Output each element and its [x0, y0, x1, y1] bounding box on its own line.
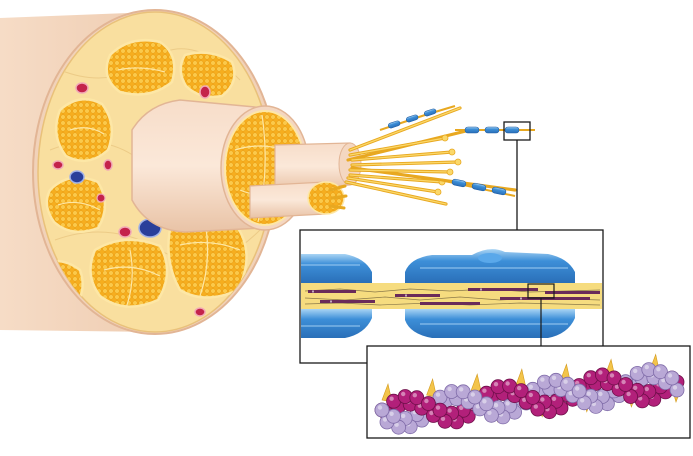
actin-monomer — [386, 408, 402, 424]
actin-monomer — [513, 383, 529, 399]
monomer-highlight — [656, 367, 661, 372]
monomer-highlight — [533, 404, 538, 409]
monomer-highlight — [598, 370, 603, 375]
nerve-fiber-bundle — [249, 181, 348, 219]
fascicle — [89, 238, 169, 309]
actin-monomer — [374, 402, 390, 418]
actin-monomer — [560, 376, 575, 392]
monomer-highlight — [522, 397, 527, 402]
monomer-highlight — [672, 385, 678, 390]
actin-monomer — [467, 389, 483, 405]
monomer-highlight — [459, 387, 464, 392]
monomer-highlight — [633, 385, 638, 390]
monomer-highlight — [470, 392, 475, 397]
zoom-indicator — [503, 121, 531, 230]
fascicle — [45, 176, 107, 234]
monomer-highlight — [505, 381, 510, 386]
actin-monomer — [664, 370, 680, 386]
actin-monomer — [409, 390, 425, 406]
actin-monomer — [618, 377, 633, 392]
monomer-highlight — [389, 411, 394, 416]
actin-monomer — [606, 370, 622, 386]
filament-inset — [366, 345, 691, 439]
monomer-highlight — [505, 401, 510, 406]
monomer-highlight — [401, 391, 406, 397]
actin-monomer — [525, 389, 541, 405]
monomer-highlight — [517, 385, 522, 391]
monomer-highlight — [493, 382, 499, 387]
monomer-highlight — [528, 392, 533, 398]
actin-monomer — [478, 396, 494, 412]
monomer-highlight — [614, 384, 620, 389]
myelinated-axon — [439, 178, 516, 197]
monomer-highlight — [429, 410, 434, 416]
monomer-highlight — [598, 391, 603, 397]
monomer-highlight — [401, 413, 406, 419]
monomer-highlight — [459, 405, 464, 410]
monomer-highlight — [435, 405, 441, 410]
monomer-highlight — [626, 391, 631, 397]
monomer-highlight — [412, 393, 417, 398]
monomer-highlight — [568, 391, 573, 396]
fascicle — [179, 51, 236, 99]
monomer-highlight — [586, 373, 591, 378]
monomer-highlight — [563, 379, 568, 384]
monomer-highlight — [389, 396, 394, 401]
monomer-highlight — [475, 404, 480, 409]
monomer-highlight — [644, 386, 649, 392]
monomer-highlight — [586, 391, 591, 396]
monomer-highlight — [382, 417, 388, 422]
actin-monomer — [420, 396, 436, 411]
monomer-highlight — [487, 410, 492, 415]
nerve-fiber-bundle — [274, 106, 517, 206]
actin-monomer — [571, 383, 587, 399]
monomer-highlight — [540, 397, 545, 402]
actin-monomer — [653, 364, 668, 380]
monomer-highlight — [621, 379, 626, 385]
actin-monomer — [432, 402, 448, 418]
monomer-highlight — [551, 375, 557, 380]
monomer-highlight — [435, 392, 441, 397]
fascicle — [54, 97, 114, 163]
monomer-highlight — [609, 373, 615, 378]
axon-inset — [299, 229, 604, 364]
monomer-highlight — [493, 403, 499, 408]
nerve-cross-section — [37, 11, 273, 333]
monomer-highlight — [661, 378, 666, 383]
monomer-highlight — [580, 398, 585, 403]
monomer-highlight — [482, 388, 487, 393]
monomer-highlight — [447, 408, 452, 413]
monomer-highlight — [482, 399, 487, 404]
monomer-highlight — [394, 422, 399, 427]
monomer-highlight — [667, 373, 673, 378]
monomer-highlight — [424, 398, 429, 404]
fascicle-tube — [131, 99, 310, 233]
protein-helix — [374, 353, 685, 435]
monomer-highlight — [644, 364, 649, 370]
monomer-highlight — [528, 384, 533, 389]
monomer-highlight — [551, 396, 557, 401]
monomer-highlight — [447, 386, 452, 392]
monomer-highlight — [440, 416, 446, 421]
monomer-highlight — [575, 386, 580, 391]
fascicle — [105, 38, 176, 96]
monomer-highlight — [633, 368, 638, 374]
monomer-highlight — [540, 377, 545, 382]
myelinated-axon — [455, 126, 535, 134]
monomer-highlight — [377, 405, 383, 410]
myelinated-axon — [379, 105, 456, 131]
binding-protein — [426, 378, 438, 398]
